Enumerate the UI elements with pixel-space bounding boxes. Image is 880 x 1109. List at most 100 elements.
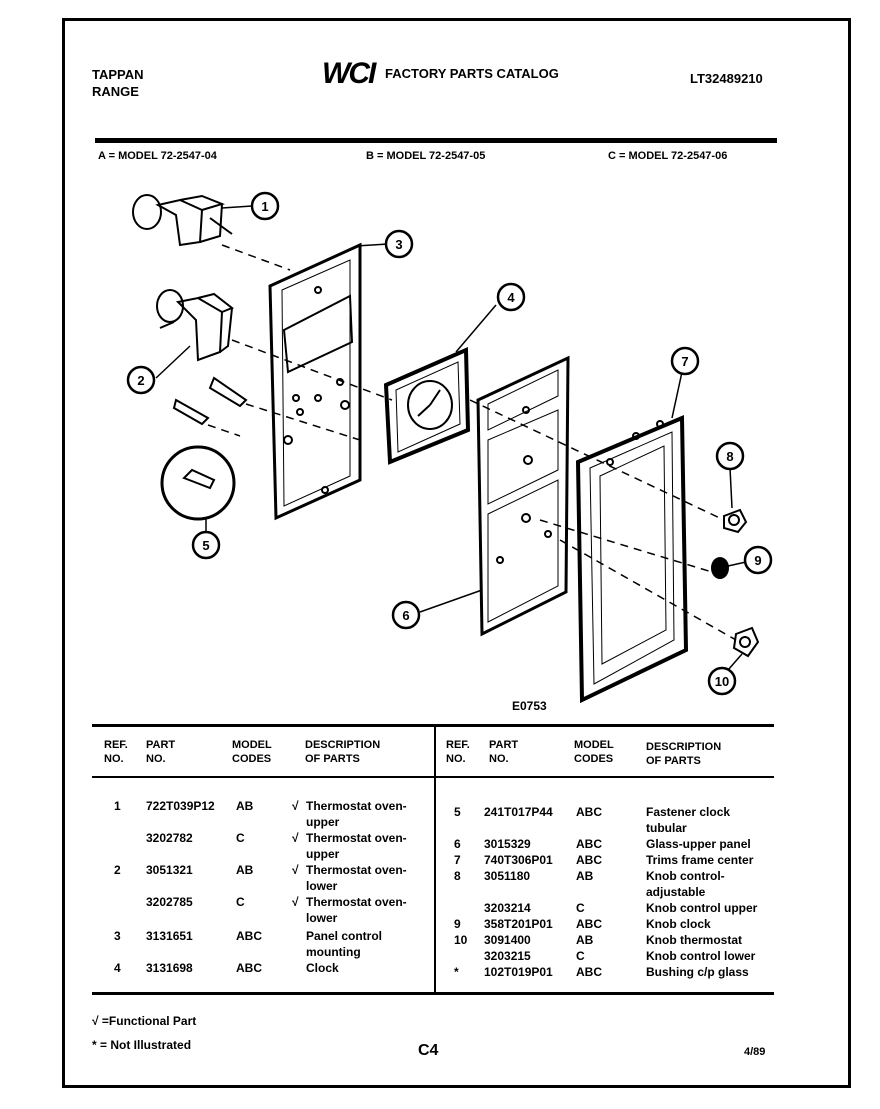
page-frame bbox=[62, 18, 851, 1088]
callout-circle bbox=[384, 229, 414, 259]
part-number: 241T017P44 bbox=[484, 805, 553, 819]
brand-line1: TAPPAN bbox=[92, 67, 144, 82]
part-number: 358T201P01 bbox=[484, 917, 553, 931]
part-description: Thermostat oven- bbox=[306, 895, 407, 909]
part-description: Trims frame center bbox=[646, 853, 754, 867]
model-a: A = MODEL 72-2547-04 bbox=[98, 150, 217, 162]
ref-number: 4 bbox=[114, 961, 121, 975]
callout-circle bbox=[670, 346, 700, 376]
model-codes: ABC bbox=[576, 917, 602, 931]
functional-mark: √ bbox=[292, 799, 299, 813]
part-number: 3202785 bbox=[146, 895, 193, 909]
model-c: C = MODEL 72-2547-06 bbox=[608, 150, 728, 162]
part-description: Clock bbox=[306, 961, 339, 975]
knob-clock-part bbox=[711, 557, 729, 579]
page-number: C4 bbox=[418, 1042, 439, 1059]
header-rule bbox=[95, 138, 777, 143]
model-codes: C bbox=[576, 949, 585, 963]
model-codes: ABC bbox=[576, 853, 602, 867]
part-description: mounting bbox=[306, 945, 361, 959]
callout-circle bbox=[707, 666, 737, 696]
ref-number: * bbox=[454, 965, 459, 979]
callout-label: 6 bbox=[402, 608, 409, 623]
part-description: adjustable bbox=[646, 885, 706, 899]
model-codes: ABC bbox=[236, 929, 262, 943]
model-codes: C bbox=[576, 901, 585, 915]
part-description: Knob clock bbox=[646, 917, 711, 931]
functional-mark: √ bbox=[292, 831, 299, 845]
thermostat-upper-part bbox=[132, 194, 233, 247]
ref-number: 1 bbox=[114, 799, 121, 813]
callout-circle bbox=[391, 600, 421, 630]
trim-frame-part bbox=[575, 415, 689, 704]
part-number: 3091400 bbox=[484, 933, 531, 947]
thermostat-lower-part bbox=[156, 289, 234, 362]
revision-date: 4/89 bbox=[744, 1046, 766, 1058]
callout-label: 7 bbox=[681, 354, 688, 369]
part-description: Bushing c/p glass bbox=[646, 965, 749, 979]
callout-label: 4 bbox=[507, 290, 515, 305]
model-codes: ABC bbox=[576, 805, 602, 819]
part-number: 722T039P12 bbox=[146, 799, 215, 813]
ref-number: 6 bbox=[454, 837, 461, 851]
clock-fastener-part bbox=[160, 445, 236, 521]
callout-label: 5 bbox=[202, 538, 209, 553]
part-description: Knob control- bbox=[646, 869, 725, 883]
part-description: Knob control upper bbox=[646, 901, 758, 915]
part-number: 3203215 bbox=[484, 949, 531, 963]
part-description: Glass-upper panel bbox=[646, 837, 751, 851]
callout-circle bbox=[496, 282, 526, 312]
assembly-guides bbox=[207, 244, 737, 641]
part-number: 3131698 bbox=[146, 961, 193, 975]
ref-number: 7 bbox=[454, 853, 461, 867]
legend-not-illustrated: * = Not Illustrated bbox=[92, 1038, 192, 1052]
table-header-rule bbox=[92, 776, 774, 778]
legend-functional: √ =Functional Part bbox=[92, 1014, 197, 1028]
part-description: Fastener clock bbox=[646, 805, 731, 819]
model-codes: AB bbox=[576, 933, 594, 947]
part-description: Panel control bbox=[306, 929, 383, 943]
part-description: upper bbox=[306, 847, 340, 861]
ref-number: 2 bbox=[114, 863, 121, 877]
part-description: tubular bbox=[646, 821, 687, 835]
part-number: 3131651 bbox=[146, 929, 193, 943]
fastener-lower bbox=[172, 398, 210, 426]
callout-circle bbox=[126, 365, 156, 395]
callout-label: 9 bbox=[754, 553, 761, 568]
model-codes: ABC bbox=[576, 965, 602, 979]
part-description: Knob thermostat bbox=[646, 933, 742, 947]
part-number: 102T019P01 bbox=[484, 965, 553, 979]
part-number: 3051321 bbox=[146, 863, 193, 877]
callout-circle bbox=[715, 441, 745, 471]
glass-panel-part bbox=[476, 355, 570, 637]
wci-logo: WCI bbox=[322, 57, 376, 90]
model-b: B = MODEL 72-2547-05 bbox=[366, 150, 486, 162]
model-codes: C bbox=[236, 831, 245, 845]
ref-number: 5 bbox=[454, 805, 461, 819]
diagram-code: E0753 bbox=[512, 699, 547, 713]
part-description: lower bbox=[306, 911, 338, 925]
model-codes: C bbox=[236, 895, 245, 909]
callout-circle bbox=[743, 545, 773, 575]
table-bottom-rule bbox=[92, 992, 774, 995]
brand-line2: RANGE bbox=[92, 84, 139, 99]
callout-circle bbox=[250, 191, 280, 221]
part-description: Thermostat oven- bbox=[306, 831, 407, 845]
part-number: 3015329 bbox=[484, 837, 531, 851]
callout-label: 3 bbox=[395, 237, 402, 252]
part-description: Thermostat oven- bbox=[306, 799, 407, 813]
part-number: 740T306P01 bbox=[484, 853, 553, 867]
model-codes: AB bbox=[236, 863, 254, 877]
knob-control-part bbox=[723, 508, 748, 534]
model-codes: ABC bbox=[236, 961, 262, 975]
part-description: Knob control lower bbox=[646, 949, 756, 963]
callout-label: 2 bbox=[137, 373, 144, 388]
callout-label: 8 bbox=[726, 449, 733, 464]
ref-number: 10 bbox=[454, 933, 468, 947]
control-panel-part bbox=[268, 242, 362, 521]
